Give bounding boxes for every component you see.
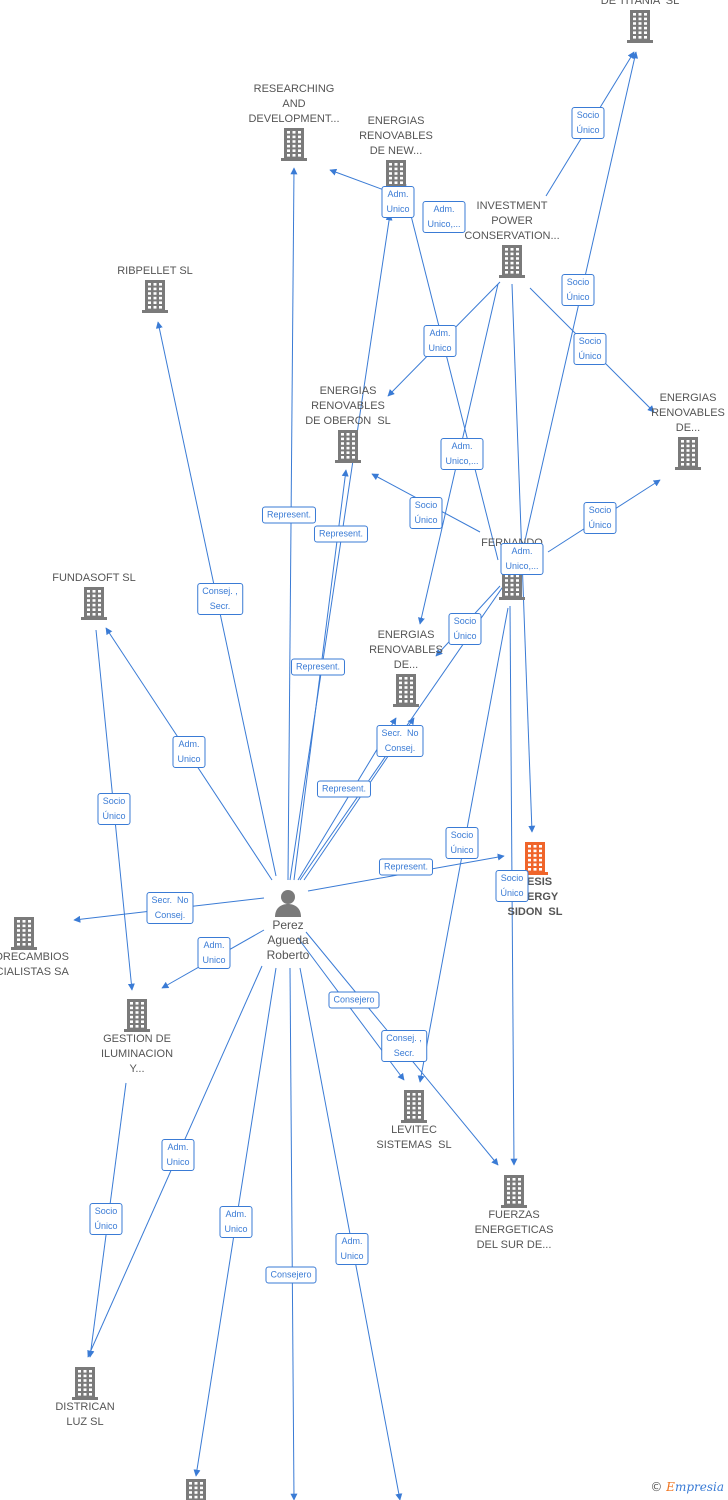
building-icon xyxy=(34,586,154,620)
relation-label-perez-fernando[interactable]: Adm. Unico,... xyxy=(500,543,544,575)
relation-label-investment-titania[interactable]: Socio Único xyxy=(571,107,605,139)
relation-label-perez-fuerzas[interactable]: Consej. , Secr. xyxy=(381,1030,427,1062)
relation-edge-new-researching xyxy=(329,168,385,191)
building-icon xyxy=(452,244,572,278)
company-label: FUNDASOFT SL xyxy=(52,572,136,584)
relation-label-fernando-renov_mid[interactable]: Socio Único xyxy=(448,613,482,645)
company-node-fundasoft[interactable]: FUNDASOFT SL xyxy=(34,571,154,620)
relation-label-investment-renov_mid[interactable]: Adm. Unico,... xyxy=(440,438,484,470)
building-icon xyxy=(136,1478,256,1500)
person-node-perez[interactable]: Perez Agueda Roberto xyxy=(243,888,333,963)
company-node-recambios[interactable]: ...LORECAMBIOS ...ECIALISTAS SA xyxy=(0,916,84,980)
relation-label-investment-oberon[interactable]: Adm. Unico xyxy=(423,325,457,357)
relation-label-fernando-titania[interactable]: Socio Único xyxy=(561,274,595,306)
company-node-titania[interactable]: DE TITANIA SL xyxy=(580,0,700,43)
relation-label-fernando-fuerzas[interactable]: Socio Único xyxy=(495,870,529,902)
company-node-gestion[interactable]: GESTION DE ILUMINACION Y... xyxy=(77,998,197,1077)
company-node-renov_right[interactable]: ENERGIAS RENOVABLES DE... xyxy=(628,391,728,470)
building-icon xyxy=(475,841,595,875)
company-label: ENERGIAS RENOVABLES DE NEW... xyxy=(359,115,433,157)
company-node-new[interactable]: ENERGIAS RENOVABLES DE NEW... xyxy=(336,114,456,193)
relation-label-perez-ribpellet[interactable]: Consej. , Secr. xyxy=(197,583,243,615)
relation-label-perez-bottom_right[interactable]: Adm. Unico xyxy=(335,1233,369,1265)
relation-label-perez-sidon[interactable]: Represent. xyxy=(378,858,434,876)
brand-footer[interactable]: © Empresia xyxy=(650,1480,724,1494)
relation-label-perez-bottom[interactable]: Adm. Unico xyxy=(219,1206,253,1238)
person-icon xyxy=(275,890,301,917)
building-icon xyxy=(288,429,408,463)
relation-label-perez-fundasoft[interactable]: Adm. Unico xyxy=(172,736,206,768)
company-label: ...LORECAMBIOS ...ECIALISTAS SA xyxy=(0,951,69,978)
relation-label-perez-gestion[interactable]: Adm. Unico xyxy=(197,937,231,969)
company-label: ...ESIS ENERGY SIDON SL xyxy=(507,876,563,918)
company-label: INVESTMENT POWER CONSERVATION... xyxy=(464,200,560,242)
building-icon xyxy=(354,1089,474,1123)
relation-label-perez-districan[interactable]: Adm. Unico xyxy=(161,1139,195,1171)
building-icon xyxy=(580,9,700,43)
relation-label-fernando-oberon[interactable]: Socio Único xyxy=(409,497,443,529)
relation-label-perez-bottom_mid[interactable]: Consejero xyxy=(265,1266,317,1284)
company-label: GESTION DE ILUMINACION Y... xyxy=(100,1033,174,1075)
company-label: DE TITANIA SL xyxy=(600,0,680,7)
building-icon xyxy=(25,1366,145,1400)
company-node-fuerzas[interactable]: FUERZAS ENERGETICAS DEL SUR DE... xyxy=(454,1174,574,1253)
brand-logo-text: mpresia xyxy=(674,1480,724,1494)
brand-logo-initial: E xyxy=(666,1480,675,1494)
company-node-districan[interactable]: DISTRICAN LUZ SL xyxy=(25,1366,145,1430)
relation-edge-perez-researching xyxy=(287,167,298,881)
building-icon xyxy=(346,673,466,707)
relation-label-gestion-districan[interactable]: Socio Único xyxy=(89,1203,123,1235)
company-label: ENERGIAS RENOVABLES DE... xyxy=(651,392,725,434)
relation-label-perez-new[interactable]: Represent. xyxy=(313,525,369,543)
company-label: FUERZAS ENERGETICAS DEL SUR DE... xyxy=(474,1209,554,1251)
company-node-ribpellet[interactable]: RIBPELLET SL xyxy=(95,264,215,313)
relation-label-perez-renov_mid[interactable]: Secr. No Consej. xyxy=(376,725,424,757)
building-icon xyxy=(234,127,354,161)
building-icon xyxy=(95,279,215,313)
relation-label-fernando-levitec[interactable]: Socio Único xyxy=(445,827,479,859)
building-icon xyxy=(77,998,197,1032)
company-node-sidon[interactable]: ...ESIS ENERGY SIDON SL xyxy=(475,841,595,920)
relation-label-fernando-new[interactable]: Adm. Unico,... xyxy=(422,201,466,233)
company-node-oberon[interactable]: ENERGIAS RENOVABLES DE OBERON SL xyxy=(288,384,408,463)
company-node-levitec[interactable]: LEVITEC SISTEMAS SL xyxy=(354,1089,474,1153)
relation-label-investment-renov_right[interactable]: Socio Único xyxy=(573,333,607,365)
company-label: ENERGIAS RENOVABLES DE OBERON SL xyxy=(305,385,391,427)
relation-label-perez-researching[interactable]: Represent. xyxy=(261,506,317,524)
company-node-bottom[interactable] xyxy=(136,1478,256,1500)
relation-label-perez-oberon[interactable]: Represent. xyxy=(290,658,346,676)
relation-label-new-researching[interactable]: Adm. Unico xyxy=(381,186,415,218)
building-icon xyxy=(454,1174,574,1208)
relation-label-fernando-renov_right[interactable]: Socio Único xyxy=(583,502,617,534)
relation-label-perez-levitec[interactable]: Consejero xyxy=(328,991,380,1009)
company-node-investment[interactable]: INVESTMENT POWER CONSERVATION... xyxy=(452,199,572,278)
company-label: RESEARCHING AND DEVELOPMENT... xyxy=(248,83,340,125)
building-icon xyxy=(628,436,728,470)
building-icon xyxy=(0,916,84,950)
company-label: LEVITEC SISTEMAS SL xyxy=(376,1124,452,1151)
company-label: DISTRICAN LUZ SL xyxy=(55,1401,115,1428)
relation-edge-perez-bottom_mid xyxy=(289,967,298,1500)
relation-label-perez-recambios[interactable]: Secr. No Consej. xyxy=(146,892,194,924)
relation-edge-fernando-new xyxy=(400,179,499,561)
company-label: ENERGIAS RENOVABLES DE... xyxy=(369,629,443,671)
company-node-researching[interactable]: RESEARCHING AND DEVELOPMENT... xyxy=(234,82,354,161)
relation-edge-perez-new xyxy=(289,213,393,881)
company-node-renov_mid[interactable]: ENERGIAS RENOVABLES DE... xyxy=(346,628,466,707)
company-label: RIBPELLET SL xyxy=(117,265,193,277)
relation-label-fundasoft-gestion[interactable]: Socio Único xyxy=(97,793,131,825)
copyright-symbol: © xyxy=(650,1480,663,1494)
person-label: Perez Agueda Roberto xyxy=(266,918,310,962)
relation-label-perez-renov_mid[interactable]: Represent. xyxy=(316,780,372,798)
